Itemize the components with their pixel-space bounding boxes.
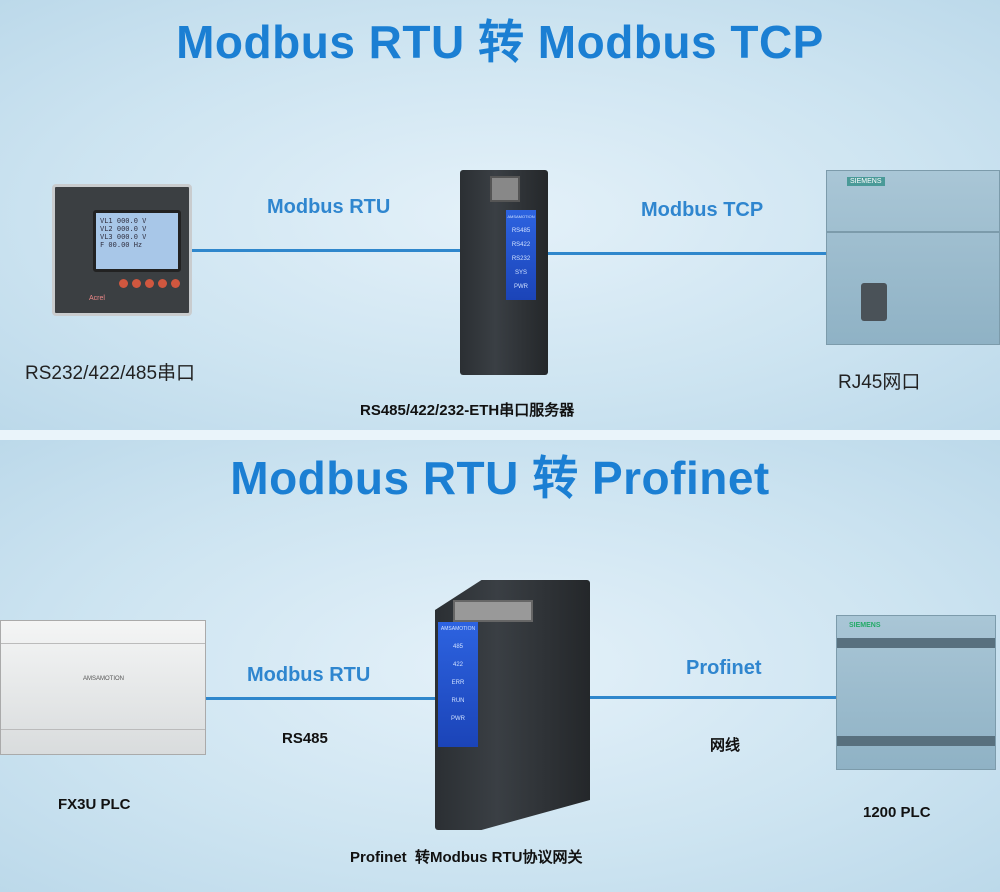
fx3u-plc-device: AMSAMOTION <box>0 620 206 755</box>
db9-port <box>861 283 887 321</box>
plc-brand: SIEMENS <box>847 177 885 186</box>
gateway-label: Profinet 转Modbus RTU协议网关 <box>350 849 583 866</box>
fx3u-brand: AMSAMOTION <box>83 676 125 682</box>
profinet-gateway-device: AMSAMOTION 485 422 ERR RUN PWR <box>435 580 590 830</box>
rtu-connection-line <box>190 249 462 252</box>
profinet-connection-line <box>590 696 836 699</box>
protocol-label-rtu: Modbus RTU <box>247 664 371 686</box>
led-label: ERR <box>451 680 465 686</box>
meter-row: VL3 000.0 V <box>100 233 147 241</box>
profinet-panel: Modbus RTU 转 Profinet AMSAMOTION AMSAMOT… <box>0 440 1000 892</box>
panel-title: Modbus RTU 转 Profinet <box>230 452 770 504</box>
rtu-connection-line <box>205 697 440 700</box>
serial-server-device: AMSAMOTION RS485 RS422 RS232 SYS PWR <box>460 170 548 375</box>
led-label: SYS <box>514 270 527 276</box>
led-label: 422 <box>452 662 463 668</box>
led-label: PWR <box>451 716 465 722</box>
meter-brand: Acrel <box>89 295 105 302</box>
rs485-label: RS485 <box>282 730 328 747</box>
meter-display: VL1 000.0 V VL2 000.0 V VL3 000.0 V F 00… <box>93 210 181 272</box>
led-label: PWR <box>514 284 528 290</box>
fx3u-label: FX3U PLC <box>58 796 131 813</box>
tcp-connection-line <box>545 252 827 255</box>
gateway-brand: AMSAMOTION <box>507 214 535 219</box>
protocol-label-rtu: Modbus RTU <box>267 196 391 218</box>
meter-buttons <box>119 279 180 288</box>
meter-row: F 00.00 Hz <box>100 241 143 249</box>
serial-port-label: RS232/422/485串口 <box>25 363 196 384</box>
plc-brand: SIEMENS <box>849 622 881 629</box>
rj45-port <box>490 176 520 202</box>
s7-1200-plc-device: SIEMENS <box>836 615 996 770</box>
led-panel: AMSAMOTION 485 422 ERR RUN PWR <box>438 622 478 747</box>
led-label: RS232 <box>511 256 531 262</box>
led-label: RUN <box>451 698 465 704</box>
panel-title: Modbus RTU 转 Modbus TCP <box>176 16 824 68</box>
led-label: RS422 <box>511 242 531 248</box>
led-label: 485 <box>452 644 463 650</box>
rj45-ports <box>453 600 533 622</box>
led-label: RS485 <box>511 228 531 234</box>
cable-label: 网线 <box>710 737 741 754</box>
meter-row: VL2 000.0 V <box>100 225 147 233</box>
siemens-plc-device: SIEMENS <box>826 170 1000 345</box>
plc-1200-label: 1200 PLC <box>863 804 931 821</box>
gateway-brand: AMSAMOTION <box>440 626 476 632</box>
led-panel: AMSAMOTION RS485 RS422 RS232 SYS PWR <box>506 210 536 300</box>
protocol-label-profinet: Profinet <box>686 657 762 679</box>
modbus-tcp-panel: Modbus RTU 转 Modbus TCP VL1 000.0 V VL2 … <box>0 0 1000 430</box>
serial-server-label: RS485/422/232-ETH串口服务器 <box>360 402 575 419</box>
power-meter-device: VL1 000.0 V VL2 000.0 V VL3 000.0 V F 00… <box>52 184 192 316</box>
protocol-label-tcp: Modbus TCP <box>641 199 764 221</box>
rj45-label: RJ45网口 <box>838 372 921 393</box>
meter-row: VL1 000.0 V <box>100 217 147 225</box>
